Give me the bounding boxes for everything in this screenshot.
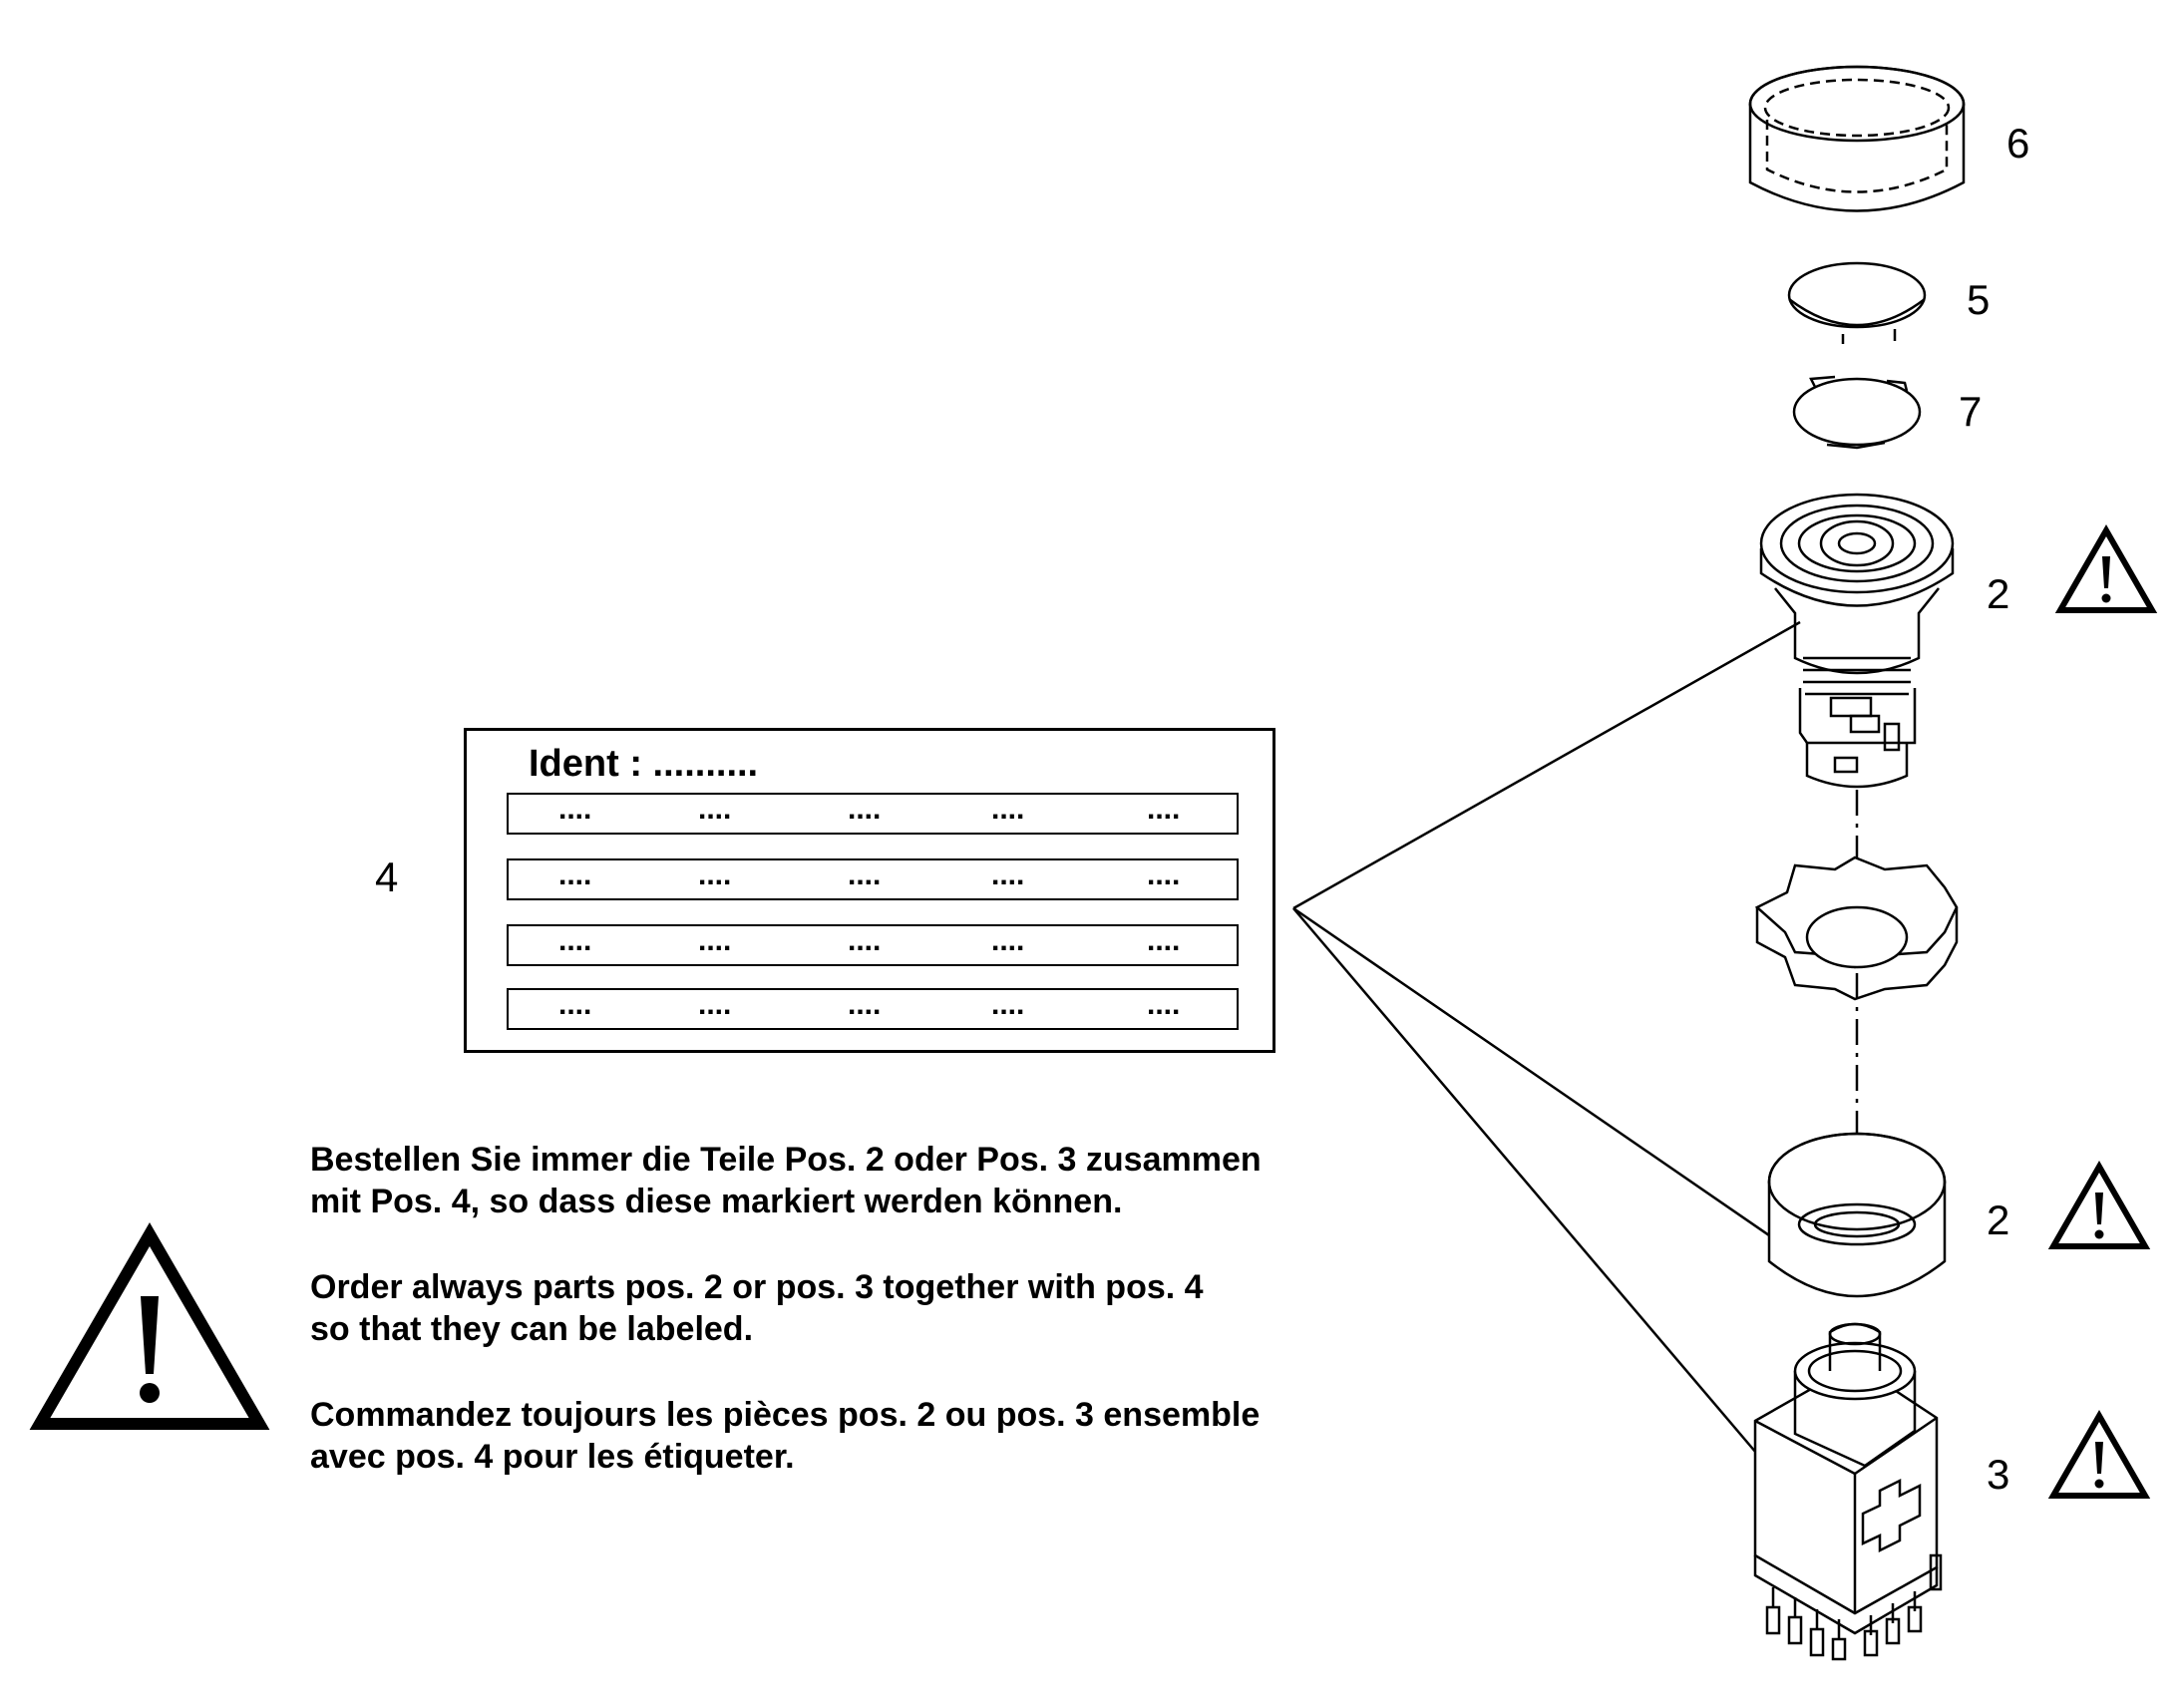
warning-icon-pos-2-bottom — [2047, 1160, 2151, 1249]
row-cell: .... — [698, 924, 732, 957]
note-english: Order always parts pos. 2 or pos. 3 toge… — [310, 1266, 1407, 1350]
ident-text: Ident : .......... — [529, 743, 759, 785]
label-row: .... .... .... .... .... — [507, 793, 1239, 835]
row-cell: .... — [991, 924, 1025, 957]
note-german: Bestellen Sie immer die Teile Pos. 2 ode… — [310, 1139, 1407, 1222]
note-line: Bestellen Sie immer die Teile Pos. 2 ode… — [310, 1141, 1262, 1179]
row-cell: .... — [558, 858, 592, 891]
pos-label-7: 7 — [1959, 388, 1983, 435]
row-cell: .... — [991, 858, 1025, 891]
warning-icon-large — [29, 1222, 270, 1430]
row-cell: .... — [1147, 858, 1181, 891]
label-row: .... .... .... .... .... — [507, 924, 1239, 966]
row-cell: .... — [1147, 988, 1181, 1021]
note-french: Commandez toujours les pièces pos. 2 ou … — [310, 1394, 1407, 1478]
note-line: so that they can be labeled. — [310, 1310, 754, 1348]
part-7-insert — [1792, 375, 1922, 450]
row-cell: .... — [1147, 793, 1181, 826]
note-line: mit Pos. 4, so dass diese markiert werde… — [310, 1183, 1123, 1220]
row-cell: .... — [848, 924, 882, 957]
row-cell: .... — [698, 858, 732, 891]
row-cell: .... — [558, 988, 592, 1021]
nut — [1754, 855, 1959, 1001]
row-cell: .... — [558, 793, 592, 826]
pos-label-5: 5 — [1967, 276, 1991, 323]
warning-icon-pos-2-top — [2054, 523, 2158, 613]
part-2-bezel — [1759, 493, 1955, 789]
row-cell: .... — [991, 793, 1025, 826]
leader-lines — [1292, 620, 1801, 1474]
note-line: avec pos. 4 pour les étiqueter. — [310, 1438, 795, 1476]
note-line: Commandez toujours les pièces pos. 2 ou … — [310, 1396, 1261, 1434]
pos-label-2-bottom: 2 — [1987, 1196, 2010, 1243]
row-cell: .... — [698, 793, 732, 826]
row-cell: .... — [848, 988, 882, 1021]
row-cell: .... — [1147, 924, 1181, 957]
pos-label-6: 6 — [2006, 120, 2030, 167]
label-plate: Ident : .......... .... .... .... .... .… — [464, 728, 1275, 1053]
row-cell: .... — [558, 924, 592, 957]
row-cell: .... — [848, 793, 882, 826]
row-cell: .... — [848, 858, 882, 891]
note-line: Order always parts pos. 2 or pos. 3 toge… — [310, 1268, 1204, 1306]
row-cell: .... — [991, 988, 1025, 1021]
warning-icon-pos-3 — [2047, 1409, 2151, 1499]
label-row: .... .... .... .... .... — [507, 988, 1239, 1030]
pos-label-3: 3 — [1987, 1451, 2010, 1498]
part-6-cap — [1748, 65, 1966, 212]
part-5-lens — [1787, 261, 1927, 344]
pos-label-4: 4 — [375, 854, 399, 900]
pos-label-2-top: 2 — [1987, 570, 2010, 617]
row-cell: .... — [698, 988, 732, 1021]
part-3-switch — [1753, 1322, 1943, 1661]
part-2-sleeve — [1767, 1132, 1947, 1298]
label-row: .... .... .... .... .... — [507, 858, 1239, 900]
